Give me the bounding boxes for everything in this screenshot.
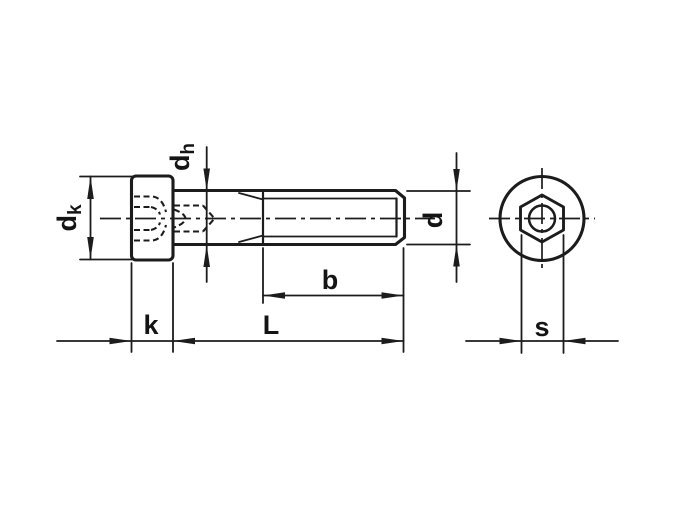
dim-d: d <box>406 152 471 283</box>
dim-label-s: s <box>534 312 549 342</box>
head-outer-circle <box>498 174 586 263</box>
kL-extension-lines <box>130 247 405 353</box>
d-label-main: d <box>418 212 448 229</box>
L-arrow-right <box>381 337 404 345</box>
dim-b: b <box>262 247 405 304</box>
dim-label-b: b <box>322 265 339 295</box>
dim-label-L: L <box>263 310 280 340</box>
dim-dh: dh <box>165 143 210 283</box>
dh-arrow-down <box>203 168 210 191</box>
dim-s: s <box>465 234 619 354</box>
dk-label-sub: k <box>65 204 86 215</box>
dh-label-main: d <box>165 155 195 172</box>
d-extension-lines <box>406 190 471 246</box>
s-extension-lines <box>520 234 565 354</box>
d-arrow-up <box>453 244 460 267</box>
screw-head-outline <box>129 174 175 262</box>
pilot-recess-hidden-lines <box>173 204 216 233</box>
thread-root-lines <box>262 197 398 238</box>
thread-runout-lines <box>238 192 264 243</box>
d-arrow-down <box>453 169 460 191</box>
dim-label-dh: dh <box>165 143 199 171</box>
dim-label-k: k <box>143 310 159 340</box>
k-arrow-right <box>109 337 132 345</box>
dk-label-main: d <box>52 215 82 232</box>
b-arrow-left <box>263 292 285 299</box>
screw-end-view <box>489 168 595 271</box>
L-arrow-left <box>173 337 195 345</box>
screw-shank-outline <box>171 188 407 247</box>
screw-side-view <box>100 174 435 262</box>
dim-label-dk: dk <box>52 204 86 232</box>
s-arrow-left <box>563 337 586 345</box>
thread-boundary-lines <box>261 191 398 244</box>
dim-k-and-L: k L <box>56 247 405 353</box>
dk-extension-lines <box>79 175 134 261</box>
dim-dk: dk <box>52 175 134 261</box>
dk-arrow-down <box>87 237 94 260</box>
dim-label-d: d <box>418 212 448 229</box>
hex-socket-outline <box>519 193 565 244</box>
b-arrow-right <box>381 292 404 299</box>
dh-label-sub: h <box>178 143 199 155</box>
dh-arrow-up <box>203 245 210 267</box>
s-arrow-right <box>499 337 522 345</box>
dk-arrow-up <box>87 176 94 199</box>
hex-socket-hidden-lines <box>134 195 168 242</box>
pilot-recess-circle <box>527 204 557 233</box>
